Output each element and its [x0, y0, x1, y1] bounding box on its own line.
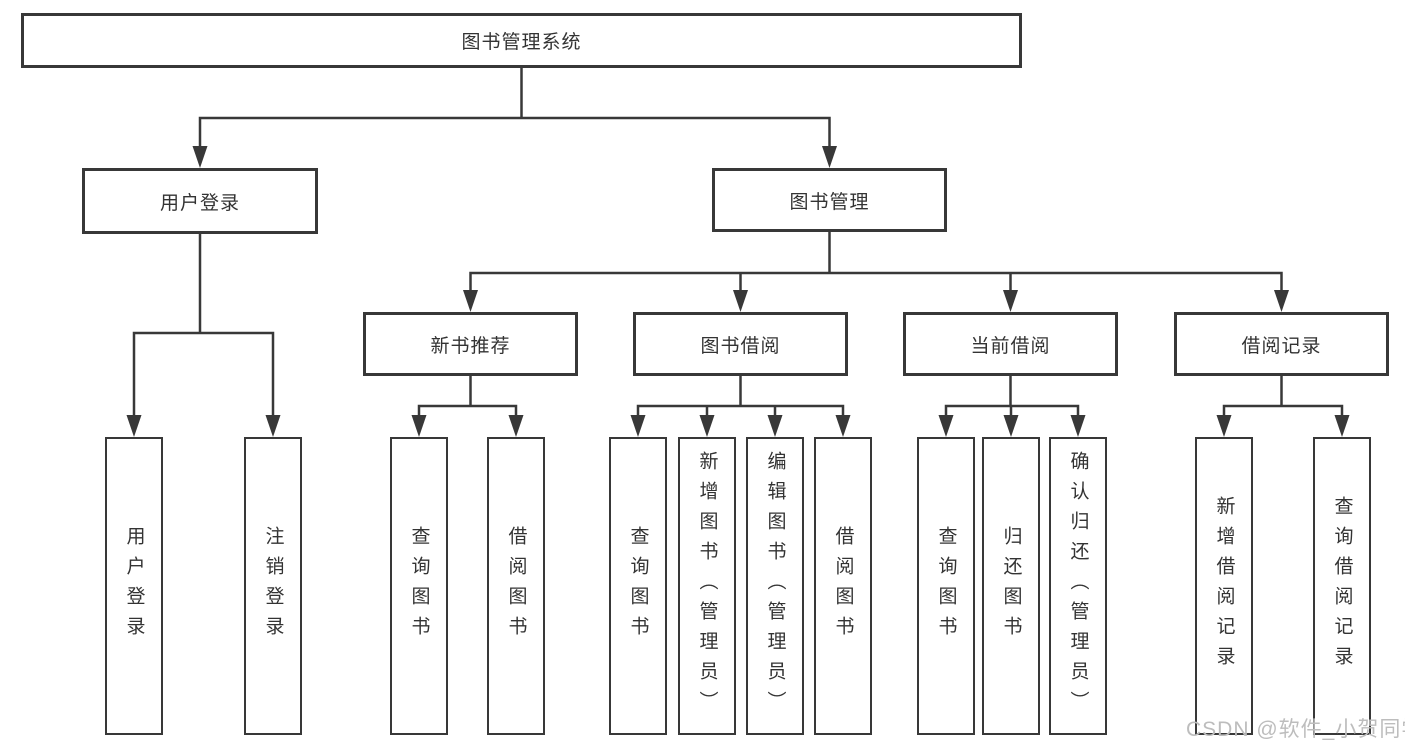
leaf-confirm-return-admin: 确认归还（管理员）	[1049, 437, 1107, 735]
leaf-borrow-books-borrowing-label: 借阅图书	[832, 526, 854, 646]
leaf-edit-book-admin-label: 编辑图书（管理员）	[764, 451, 786, 721]
leaf-logout: 注销登录	[244, 437, 302, 735]
leaf-query-borrow-record: 查询借阅记录	[1313, 437, 1371, 735]
leaf-query-books-borrowing-label: 查询图书	[627, 526, 649, 646]
leaf-borrow-books-borrowing: 借阅图书	[814, 437, 872, 735]
leaf-query-books-recommendation-label: 查询图书	[408, 526, 430, 646]
node-book-borrowing: 图书借阅	[633, 312, 848, 376]
leaf-user-login: 用户登录	[105, 437, 163, 735]
leaf-borrow-books-recommendation: 借阅图书	[487, 437, 545, 735]
leaf-add-borrow-record: 新增借阅记录	[1195, 437, 1253, 735]
leaf-return-book-label: 归还图书	[1000, 526, 1022, 646]
leaf-logout-label: 注销登录	[262, 526, 284, 646]
node-new-book-recommendation: 新书推荐	[363, 312, 578, 376]
leaf-query-books-recommendation: 查询图书	[390, 437, 448, 735]
node-root-system: 图书管理系统	[21, 13, 1022, 68]
node-current-borrowing: 当前借阅	[903, 312, 1118, 376]
leaf-add-borrow-record-label: 新增借阅记录	[1213, 496, 1235, 676]
arrowheads	[126, 146, 1350, 437]
node-user-login: 用户登录	[82, 168, 318, 234]
node-book-management: 图书管理	[712, 168, 947, 232]
leaf-query-books-borrowing: 查询图书	[609, 437, 667, 735]
leaf-return-book: 归还图书	[982, 437, 1040, 735]
node-borrowing-records: 借阅记录	[1174, 312, 1389, 376]
leaf-query-borrow-record-label: 查询借阅记录	[1331, 496, 1353, 676]
leaf-borrow-books-recommendation-label: 借阅图书	[505, 526, 527, 646]
leaf-user-login-label: 用户登录	[123, 526, 145, 646]
leaf-add-book-admin-label: 新增图书（管理员）	[696, 451, 718, 721]
leaf-confirm-return-admin-label: 确认归还（管理员）	[1067, 451, 1089, 721]
leaf-query-books-current-label: 查询图书	[935, 526, 957, 646]
leaf-add-book-admin: 新增图书（管理员）	[678, 437, 736, 735]
leaf-query-books-current: 查询图书	[917, 437, 975, 735]
watermark: CSDN @软件_小贺同学	[1186, 718, 1405, 741]
leaf-edit-book-admin: 编辑图书（管理员）	[746, 437, 804, 735]
